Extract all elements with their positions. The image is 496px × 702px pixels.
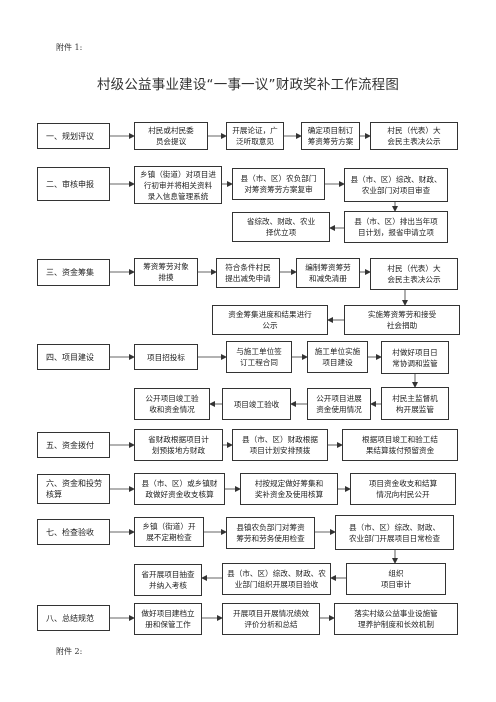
step-fund-progress-publicity: 资金筹集进度和结果进行 公示 xyxy=(212,305,328,335)
step-villager-vote: 村民（代表）大 会民主表决公示 xyxy=(370,122,458,150)
step-disclose-acceptance: 公开项目竣工验 收和资金情况 xyxy=(134,388,210,420)
stage-inspection-acceptance: 七、检查验收 xyxy=(37,519,110,545)
step-county-project-review: 县（市、区）综改、财政、 农业部门对项目审查 xyxy=(344,168,448,202)
step-township-preliminary-review: 乡镇（街道）对项目进 行初审并将相关资料 录入信息管理系统 xyxy=(134,166,222,204)
step-villager-proposal: 村民或村民委 员会提议 xyxy=(134,122,208,150)
step-village-accounting: 村按规定做好筹集和 奖补资金及使用核算 xyxy=(240,473,338,505)
step-villager-vote-2: 村民（代表）大 会民主表决公示 xyxy=(370,258,458,290)
step-county-preallocate: 县（市、区）财政根据 项目计划安排预拨 xyxy=(232,429,328,461)
step-province-preallocate: 省财政根据项目计 划预拨地方财政 xyxy=(134,429,223,461)
step-demonstration: 开展论证，广 泛听取意见 xyxy=(226,122,284,150)
stage-fund-raising: 三、资金筹集 xyxy=(37,259,110,286)
annex-label-top: 附件 1: xyxy=(56,43,83,52)
step-labor-inspection: 县镇农负部门对筹资 筹劳和劳务使用检查 xyxy=(226,517,315,549)
step-disclose-progress: 公开项目进展 资金使用情况 xyxy=(307,388,371,420)
step-implement-fund-raising: 实施筹资筹劳和接受 社会捐助 xyxy=(344,305,460,335)
step-disclose-settlement: 项目资金收支和结算 情况向村民公开 xyxy=(350,473,456,505)
stage-audit-declaration: 二、审核申报 xyxy=(37,167,110,201)
annex-label-bottom: 附件 2: xyxy=(56,647,83,656)
step-county-annual-plan: 县（市、区）排出当年项 目计划，报省申请立项 xyxy=(344,211,448,243)
step-settle-reserved-funds: 根据项目竣工和验工结 果结算拨付预留资金 xyxy=(342,429,458,461)
step-province-approval: 省综改、财政、农业 择优立项 xyxy=(232,212,330,242)
step-project-audit: 组织 项目审计 xyxy=(346,563,446,595)
stage-planning-review: 一、规划评议 xyxy=(37,123,110,149)
step-construction: 施工单位实施 项目建设 xyxy=(307,341,368,373)
step-reduction-list: 编制筹资筹劳 和减免清册 xyxy=(296,258,360,288)
step-reduction-application: 符合条件村民 提出减免申请 xyxy=(216,258,280,288)
step-county-acceptance: 县（市、区）综改、财政、农 业部门组织开展项目验收 xyxy=(222,563,331,595)
stage-project-construction: 四、项目建设 xyxy=(37,344,110,370)
step-performance-evaluation: 开展项目开展情况绩效 评价分析和总结 xyxy=(222,603,320,635)
step-survey-targets: 筹资筹劳对象 排摸 xyxy=(134,258,198,286)
step-completion-acceptance: 项目竣工验收 xyxy=(222,388,291,420)
step-determine-project: 确定项目制订 筹资筹劳方案 xyxy=(301,122,360,150)
stage-accounting: 六、资金和投劳 核算 xyxy=(37,474,110,504)
step-sign-contract: 与施工单位签 订工程合同 xyxy=(226,341,292,373)
step-democratic-supervision: 村民主监督机 构开展监管 xyxy=(381,387,449,420)
step-township-inspection: 乡镇（街道）开 展不定期检查 xyxy=(134,517,204,547)
step-bidding: 项目招投标 xyxy=(134,344,198,370)
stage-fund-allocation: 五、资金拨付 xyxy=(37,432,110,458)
step-fund-accounting: 县（市、区）或乡镇财 政做好资金收支核算 xyxy=(134,473,225,505)
step-archiving: 做好项目建档立 册和保管工作 xyxy=(134,603,202,635)
step-county-daily-inspection: 县（市、区）综改、财政、 农业部门开展项目日常检查 xyxy=(335,515,454,550)
stage-summary-standardization: 八、总结规范 xyxy=(37,605,110,631)
page-title: 村级公益事业建设“一事一议”财政奖补工作流程图 xyxy=(96,77,400,93)
step-daily-supervision: 村做好项目日 常协调和监管 xyxy=(381,341,449,374)
step-county-reexamination: 县（市、区）农负部门 对筹资筹劳方案复审 xyxy=(232,168,325,200)
step-province-spot-check: 省开展项目抽查 并纳入考核 xyxy=(134,564,202,596)
step-maintenance-mechanism: 落实村级公益事业设施管 理养护制度和长效机制 xyxy=(334,603,458,635)
